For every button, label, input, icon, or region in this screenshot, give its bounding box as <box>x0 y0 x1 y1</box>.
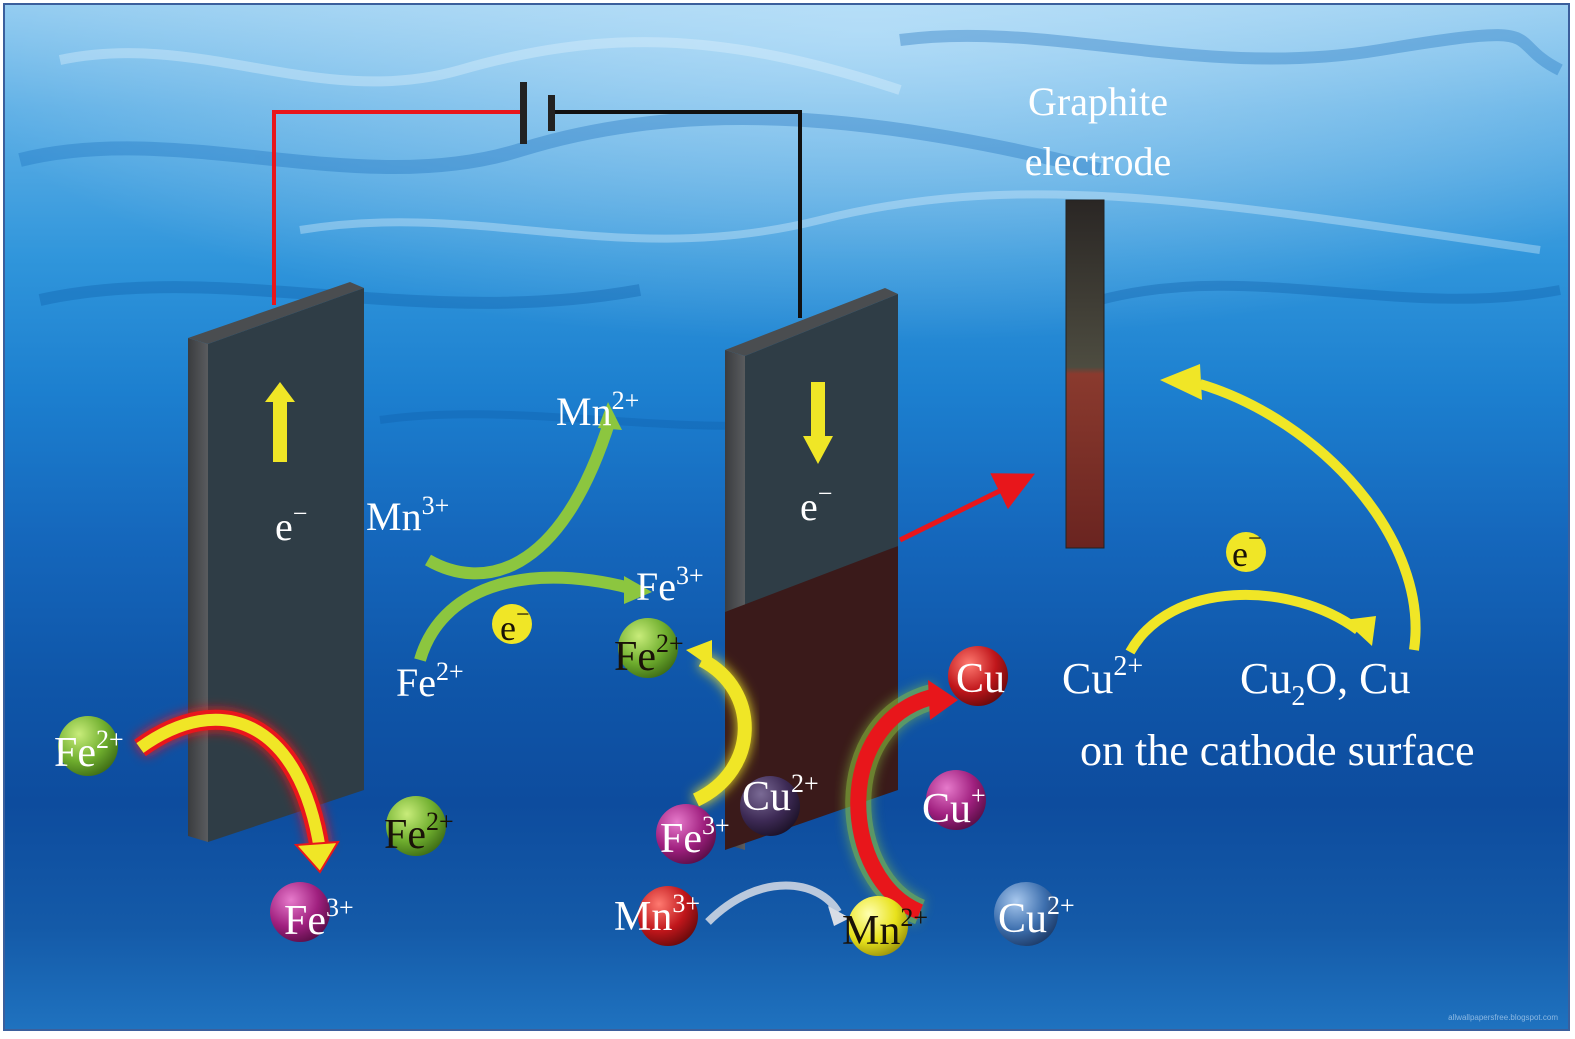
ion-label-mn3-bottom: Mn3+ <box>614 889 700 940</box>
mn2-bottom-arrowhead-icon <box>828 906 850 926</box>
anode-electron-arrow-shaft <box>273 398 287 462</box>
surface-product-label: Cu2O, Cu <box>1240 654 1410 712</box>
ion-label-fe3-cathode: Fe3+ <box>660 811 730 862</box>
ion-label-cu1: Cu+ <box>922 781 986 832</box>
pointer-arrow <box>898 473 1035 543</box>
ion-ball-fe3-bottom <box>270 882 330 942</box>
ion-label-mn2-bottom: Mn2+ <box>842 903 928 954</box>
cathode-electron-arrow-shaft <box>811 382 825 438</box>
fe3-label: Fe3+ <box>636 561 704 609</box>
cu2-to-cu2o-arrow <box>1125 589 1361 655</box>
ion-ball-cu2-bottom <box>994 882 1058 946</box>
surface-electron-ball <box>1226 532 1266 572</box>
ion-label-cu2-bottom: Cu2+ <box>998 891 1075 942</box>
ion-label-fe3-bottom: Fe3+ <box>284 893 354 944</box>
circuit <box>272 82 802 318</box>
anode-electron-label: e− <box>275 499 307 549</box>
ion-ball-cu-product <box>948 646 1008 706</box>
cathode-electron-label: e− <box>800 479 832 529</box>
ion-ball-fe2-mid <box>386 796 446 856</box>
fe3-oxidation-arrowhead-icon <box>293 840 340 874</box>
mn2-label: Mn2+ <box>556 386 639 434</box>
mn3-to-mn2-arrow <box>425 418 616 580</box>
cathode-reduction: Fe2+ Fe3+ Cu2+ Cu Cu+ Mn3+ Mn2+ Cu2+ <box>614 618 1075 956</box>
battery-positive-plate <box>520 82 527 144</box>
fe2-label: Fe2+ <box>396 657 464 705</box>
cathode-wire <box>553 110 802 318</box>
electrode-arrowhead-icon <box>1160 364 1202 400</box>
surface-electron-label: e− <box>1232 526 1262 574</box>
battery-negative-plate <box>548 95 555 131</box>
graphite-label-line2: electrode <box>1025 139 1172 184</box>
middle-electron-ball <box>492 604 532 644</box>
product-to-electrode-arrow <box>1198 379 1421 651</box>
ion-ball-cu1 <box>926 770 986 830</box>
watermark: allwallpapersfree.blogspot.com <box>1448 1013 1558 1022</box>
surface-reaction: e− Cu2+ Cu2O, Cu on the cathode surface <box>1062 364 1475 775</box>
mn2-arrowhead-icon <box>598 402 622 430</box>
middle-redox-arrows: Mn2+ Mn3+ Fe3+ Fe2+ e− <box>366 386 704 705</box>
ion-ball-fe2-cathode <box>618 618 678 678</box>
ion-label-fe2-mid: Fe2+ <box>384 807 454 858</box>
anode-oxidation: Fe2+ Fe2+ Fe3+ <box>54 709 454 944</box>
fe2-to-fe3-arrow <box>414 571 632 662</box>
fe2-reduction-arrowhead-icon <box>686 640 712 668</box>
ion-label-fe2-cathode: Fe2+ <box>614 629 684 680</box>
fe3-arrowhead-icon <box>624 576 652 604</box>
water-ripples <box>18 29 1563 430</box>
ion-label-cu2-cathode: Cu2+ <box>742 769 819 820</box>
mn3-label: Mn3+ <box>366 491 449 539</box>
graphite-electrode-photo: Graphite electrode <box>1025 79 1172 549</box>
surface-caption: on the cathode surface <box>1080 726 1475 775</box>
middle-electron-label: e− <box>500 602 530 648</box>
fe3-to-fe2-arrow <box>692 653 752 807</box>
anode-electron-up-arrow-icon <box>265 382 295 402</box>
ion-label-fe2-left: Fe2+ <box>54 725 124 776</box>
mn2-to-cu-arrow <box>850 688 939 920</box>
cathode-electron-down-arrow-icon <box>803 436 833 464</box>
surface-reactant-label: Cu2+ <box>1062 651 1143 703</box>
ion-label-cu-product: Cu <box>956 656 1005 702</box>
graphite-label-line1: Graphite <box>1028 79 1168 124</box>
ion-ball-fe2-left <box>58 716 118 776</box>
ion-ball-mn3-bottom <box>638 886 698 946</box>
anode-wire <box>272 110 524 305</box>
cu-arrowhead-icon <box>928 680 958 720</box>
ion-ball-cu2-cathode <box>740 776 800 836</box>
ion-ball-fe3-cathode <box>656 804 716 864</box>
ion-ball-mn2-bottom <box>848 896 908 956</box>
cu2o-arrowhead-icon <box>1344 616 1376 646</box>
mn3-to-mn2-bottom-arrow <box>705 881 842 925</box>
